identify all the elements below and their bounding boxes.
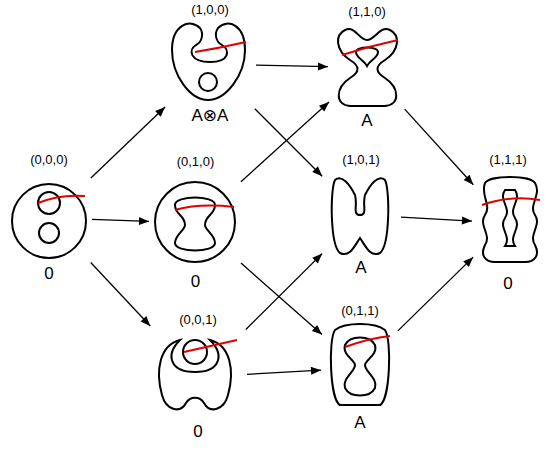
state-node: (1,1,0) A (332, 4, 402, 131)
arrowhead (141, 316, 151, 326)
arrow-line (246, 254, 322, 330)
state-tuple: (1,1,1) (476, 152, 540, 167)
arrowhead (312, 166, 322, 176)
arrow-line (91, 263, 151, 327)
arrow-line (405, 109, 474, 185)
arrowhead (318, 62, 328, 70)
arrow-line (398, 257, 473, 331)
map-arrow (91, 107, 165, 178)
state-node: (1,0,0) A⊗A (168, 2, 252, 126)
state-tuple: (0,1,1) (325, 303, 395, 318)
state-tuple: (0,0,1) (153, 312, 243, 327)
arrowhead (139, 217, 149, 225)
homology-value: 0 (476, 274, 540, 294)
map-arrow (401, 217, 472, 225)
state-tuple: (1,0,1) (325, 152, 397, 167)
smoothing-110 (338, 29, 398, 106)
map-arrow (241, 102, 329, 182)
homology-value: A (325, 413, 395, 433)
arrowhead (319, 102, 329, 112)
arrow-line (91, 107, 165, 178)
map-arrow (405, 109, 474, 185)
map-arrow (92, 217, 149, 225)
map-arrow (246, 254, 322, 330)
homology-value: A⊗A (168, 105, 252, 126)
arrow-line (255, 109, 322, 176)
smoothing-111 (482, 177, 540, 262)
state-tuple: (1,0,0) (168, 2, 252, 17)
state-tuple: (1,1,0) (332, 4, 402, 19)
map-arrow (398, 257, 473, 331)
homology-value: 0 (153, 272, 238, 292)
arrowhead (464, 175, 474, 185)
arrow-line (241, 102, 329, 182)
arrowhead (463, 257, 473, 267)
homology-value: 0 (10, 264, 88, 284)
map-arrow (247, 367, 321, 375)
smoothing-101 (332, 178, 389, 254)
state-tuple: (0,0,0) (10, 152, 88, 167)
state-node: (0,0,0) 0 (10, 152, 88, 284)
homology-value: A (325, 258, 397, 278)
arrowhead (462, 217, 472, 225)
state-node: (0,1,0) 0 (153, 154, 238, 292)
arrow-line (401, 217, 472, 221)
smoothing-001 (159, 340, 237, 409)
state-node: (0,0,1) 0 (153, 312, 243, 442)
smoothing-011 (331, 324, 390, 405)
smoothing-100 (172, 24, 246, 100)
state-node: (1,1,1) 0 (476, 152, 540, 294)
arrowhead (312, 254, 322, 264)
homology-value: A (332, 111, 402, 131)
state-node: (1,0,1) A (325, 152, 397, 278)
state-tuple: (0,1,0) (153, 154, 238, 169)
map-arrow (255, 109, 322, 176)
smoothing-010 (155, 182, 235, 262)
arrow-line (247, 370, 321, 374)
smoothing-000 (12, 184, 86, 258)
arrow-line (241, 263, 322, 334)
arrowhead (311, 367, 321, 375)
map-arrow (241, 263, 322, 334)
arrowhead (155, 107, 165, 117)
map-arrow (91, 263, 151, 327)
homology-value: 0 (153, 422, 243, 442)
arrow-line (256, 65, 328, 67)
arrowhead (312, 325, 322, 335)
state-node: (0,1,1) A (325, 303, 395, 433)
map-arrow (256, 62, 328, 70)
